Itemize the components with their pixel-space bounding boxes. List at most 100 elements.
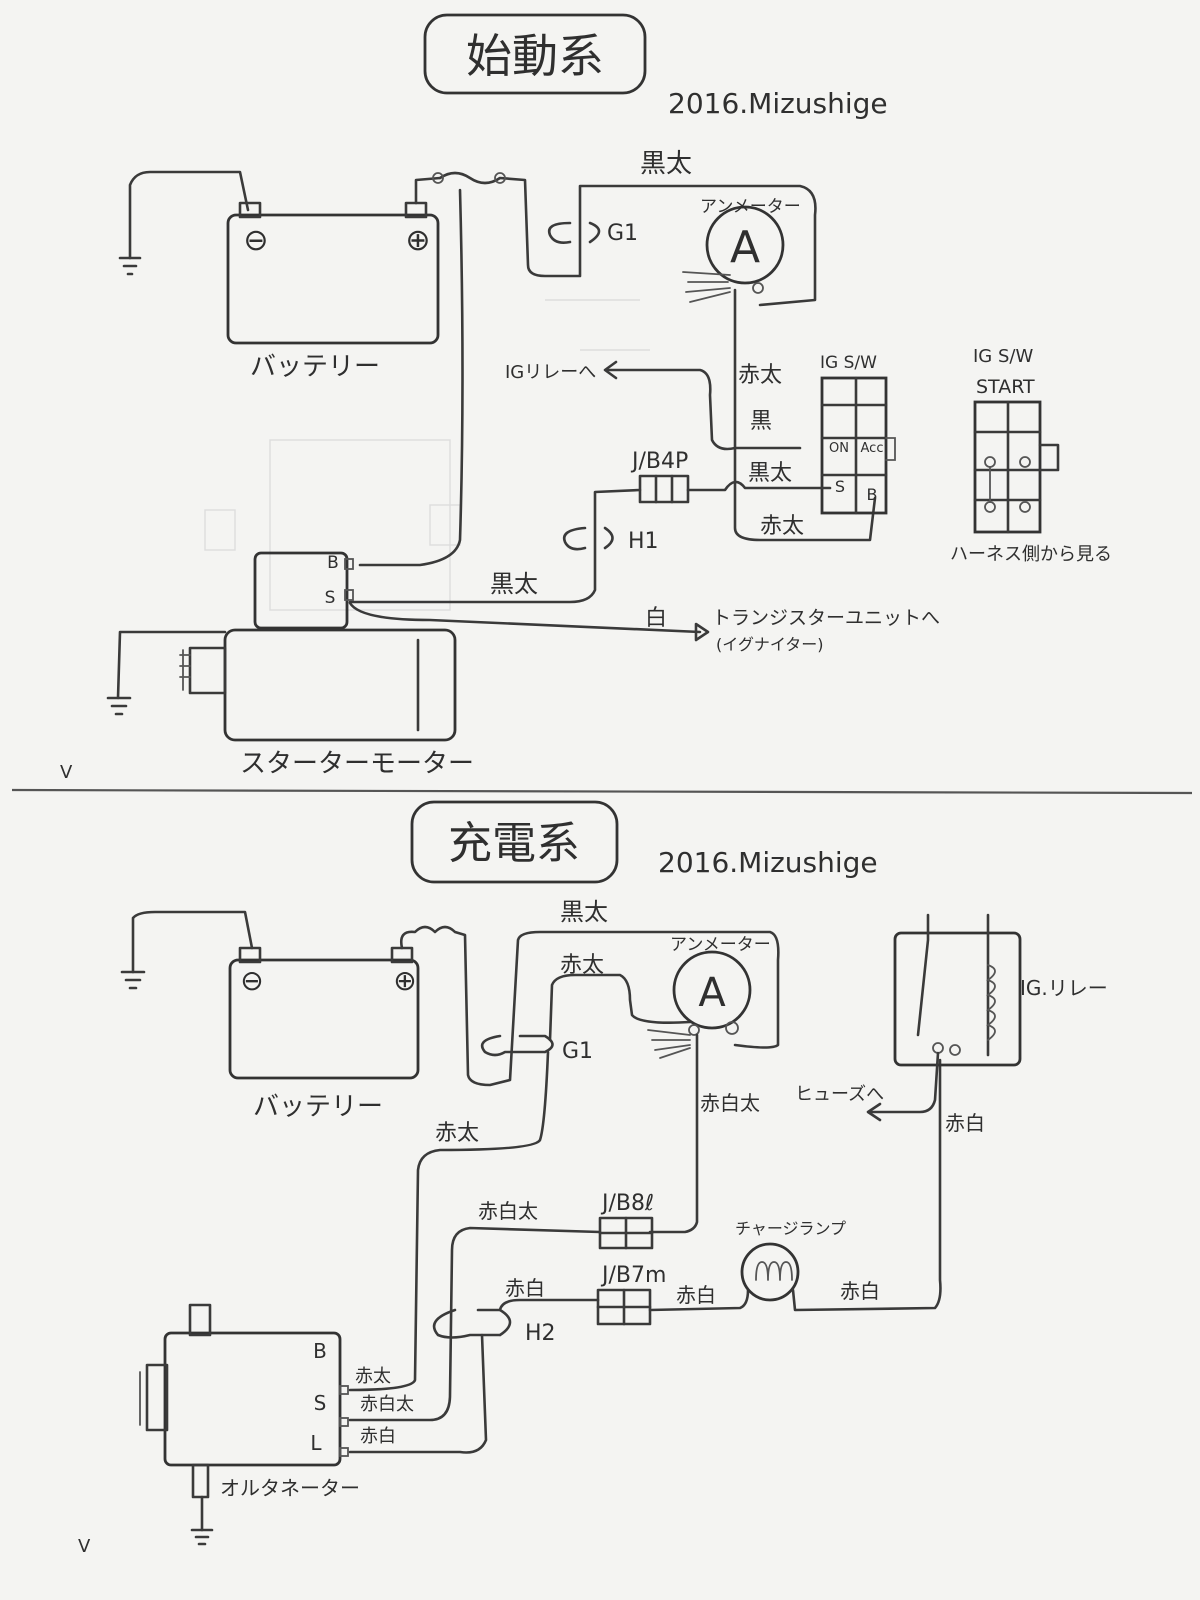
jb8-connector [598,1216,654,1250]
charge-lamp-label: チャージランプ [735,1219,846,1238]
ig-switch-top: ON Acc S B [820,376,896,515]
h2-connector [432,1308,512,1339]
red-white-thick-wire [648,1033,699,1234]
h1-connector [562,526,614,551]
red-thick-wire-bottom [548,973,692,1042]
ground-symbol-bottom [120,970,146,990]
jb-to-starter-s-wire [348,488,642,604]
alternator: B S L [139,1303,349,1546]
wire-red-white-4-label: 赤白 [840,1279,880,1303]
alt-wire-b-label: 赤太 [355,1366,391,1387]
jb8-to-alt-s-wire [348,1226,602,1422]
v-mark-bottom: V [78,1536,91,1557]
g1-connector-top [547,221,601,244]
ig-switch-acc: Acc [861,441,884,456]
battery-to-starter-b-wire [358,188,464,567]
g1-label-top: G1 [607,221,638,246]
battery-plus-bottom: ⊕ [393,964,416,997]
wire-black-thick-3-label: 黒太 [490,570,538,598]
battery-top: ⊖ ⊕ [226,201,440,345]
black-thick-wire-bottom [400,925,780,1087]
charging-title: 充電系 [448,818,580,869]
alt-wire-l-label: 赤白 [360,1426,396,1447]
wire-black-thick-label: 黒太 [748,461,792,486]
battery-bottom: ⊖ ⊕ [228,946,420,1080]
jb4p-label: J/B4P [630,449,688,474]
wire-red-white-thick-2-label: 赤白太 [478,1199,538,1223]
transistor-to-label: トランジスターユニットへ [712,607,940,629]
ammeter-symbol-top: A [730,222,760,273]
ig-relay-arrowhead [603,360,618,380]
wire-top-label: 黒太 [640,149,692,179]
battery-label-top: バッテリー [250,352,380,382]
ground-symbol-battery [118,170,250,276]
g1-label-bottom: G1 [562,1039,593,1064]
ig-switch-harness-view [973,400,1060,534]
starter-motor-label: スターターモーター [240,749,474,779]
v-mark-top: V [60,762,73,783]
ammeter-top: A [682,205,785,303]
h2-to-jb7-wire [498,1298,600,1312]
wire-red-white-2-label: 赤白 [505,1276,545,1300]
relay-to-fuse-wire [868,1051,940,1114]
harness-note: ハーネス側から見る [950,544,1112,565]
starter-motor: B S [106,551,457,742]
jb7-to-lamp-wire [648,1288,750,1312]
wire-black-thick-bottom-label: 黒太 [560,898,608,926]
alt-wire-s-label: 赤白太 [360,1394,414,1415]
jb4p-connector [638,474,690,504]
lamp-to-relay-wire [791,1058,942,1312]
wire-red-white-relay-label: 赤白 [945,1111,985,1135]
wire-white-label: 白 [645,606,667,631]
g1-connector-bottom [480,1034,554,1057]
start-label: START [976,376,1035,398]
wire-red-thick-2-label: 赤太 [760,514,804,539]
starting-title: 始動系 [466,29,604,83]
alt-b-terminal: B [313,1339,327,1363]
alt-l-terminal: L [310,1431,322,1455]
jb7-connector [596,1288,652,1326]
h1-label: H1 [628,529,659,554]
fusible-link-wire [414,171,817,307]
ig-relay-to-label: IGリレーへ [505,362,596,383]
ig-relay-wire [606,368,802,451]
battery-plus-terminal: ⊕ [405,223,430,258]
section-divider [11,788,1193,795]
ammeter-label-top: アンメーター [700,197,801,217]
wire-red-white-3-label: 赤白 [676,1283,716,1307]
jb7-label: J/B7m [600,1263,666,1288]
white-wire [348,601,702,634]
wire-red-thick-label: 赤太 [738,363,782,388]
ammeter-symbol-bottom: A [698,970,726,1016]
h2-label: H2 [525,1321,556,1346]
wire-black-label: 黒 [750,409,772,434]
ig-relay [893,913,1022,1067]
fuse-arrowhead [866,1102,882,1122]
white-wire-arrowhead [694,622,710,642]
ammeter-label-bottom: アンメーター [670,935,771,955]
starter-s-terminal: S [325,588,336,608]
wire-red-thick-left-label: 赤太 [435,1121,479,1146]
ig-switch-s: S [835,477,845,496]
igniter-label: (イグナイター) [716,635,824,654]
charging-signature: 2016.Mizushige [658,846,878,879]
jb-to-ig-s-wire [686,480,832,492]
g1-to-alt-b-wire [348,1050,550,1392]
battery-minus-bottom: ⊖ [240,964,263,997]
wire-red-thick-bottom-label: 赤太 [560,953,604,978]
ig-switch-right-label: IG S/W [973,346,1033,367]
ammeter-to-ig-b-wire [733,288,877,542]
ammeter-bottom: A [647,950,752,1059]
h2-to-alt-l-wire [348,1333,488,1454]
battery-minus-terminal: ⊖ [243,223,268,258]
charge-lamp [740,1242,800,1302]
starting-signature: 2016.Mizushige [668,87,888,120]
alt-s-terminal: S [314,1391,327,1415]
charging-title-box: 充電系 [410,800,619,884]
starter-b-terminal: B [327,553,339,573]
battery-label-bottom: バッテリー [253,1092,383,1122]
starting-title-box: 始動系 [423,13,647,95]
ig-relay-label: IG.リレー [1020,976,1108,1000]
